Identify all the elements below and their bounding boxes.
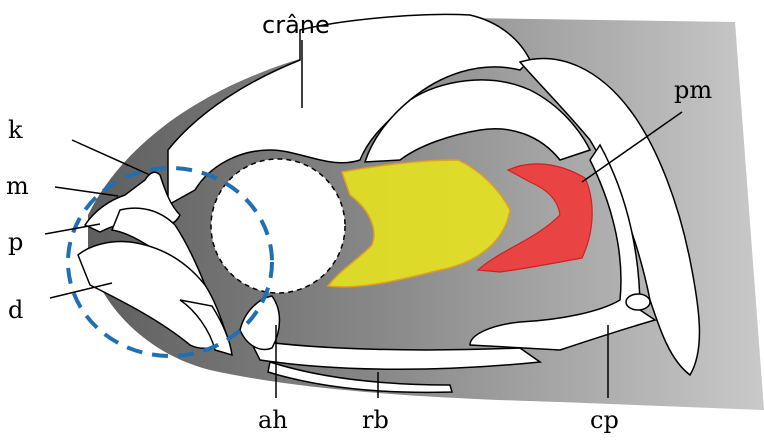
label-d: d [8,296,23,324]
label-k: k [8,116,23,144]
label-rb: rb [362,406,389,434]
label-crane: crâne [262,11,330,39]
opercle-pore [626,294,650,310]
label-cp: cp [590,406,619,434]
label-p: p [8,228,23,256]
label-pm: pm [674,76,712,104]
label-m: m [6,172,29,200]
label-ah: ah [258,406,288,434]
orbit-circle [211,159,345,293]
